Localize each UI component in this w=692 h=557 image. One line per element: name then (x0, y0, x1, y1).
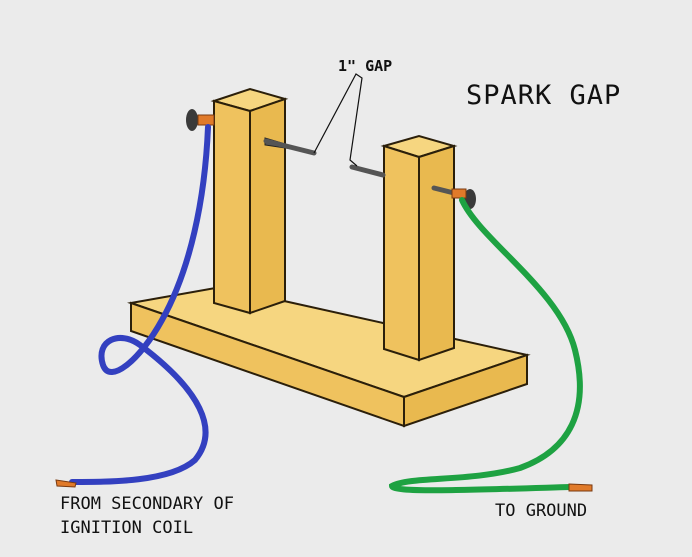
diagram-title: SPARK GAP (466, 80, 622, 111)
ground-wire-terminal (568, 483, 593, 492)
secondary-wire (69, 124, 211, 485)
ground-wire (388, 197, 583, 494)
right-post (380, 134, 458, 362)
ground-label: TO GROUND (495, 501, 588, 521)
gap-pointer-lines (313, 73, 363, 167)
left-screw-icon (186, 109, 215, 131)
source-label-line1: FROM SECONDARY OF (60, 494, 234, 514)
left-nail-icon (263, 137, 317, 156)
source-label-line2: IGNITION COIL (60, 518, 194, 538)
gap-label: 1" GAP (338, 57, 393, 75)
left-post (210, 87, 289, 315)
wooden-base (127, 285, 531, 428)
secondary-wire-terminal (55, 479, 77, 488)
